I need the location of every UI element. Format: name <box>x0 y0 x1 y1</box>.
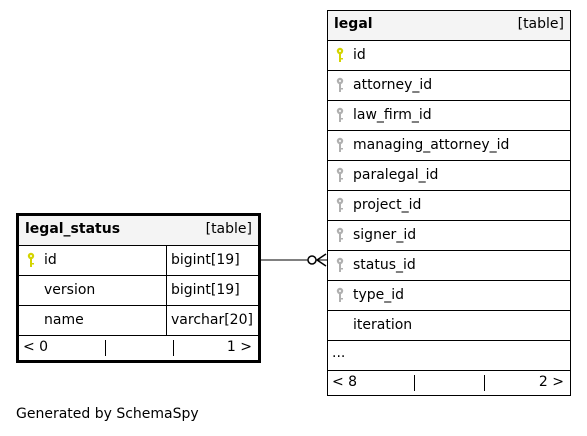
column-type: bigint[19] <box>166 246 240 275</box>
column-row: project_id <box>328 191 570 221</box>
column-type: bigint[19] <box>166 276 240 305</box>
footer-divider <box>173 340 174 356</box>
more-columns: ... <box>328 341 570 371</box>
column-type: varchar[20] <box>166 306 253 335</box>
column-row: id <box>328 41 570 71</box>
column-row: law_firm_id <box>328 101 570 131</box>
column-name: version <box>44 282 96 298</box>
crow-foot-marker <box>316 253 327 261</box>
column-name: attorney_id <box>353 77 433 93</box>
table-header: legal [table] <box>328 11 570 41</box>
column-name: project_id <box>353 197 422 213</box>
column-name: managing_attorney_id <box>353 137 510 153</box>
parent-count: < 0 <box>23 339 49 355</box>
key-icon <box>335 47 345 63</box>
column-name: iteration <box>353 317 413 333</box>
column-name: id <box>44 252 57 268</box>
table-kind: [table] <box>517 16 564 32</box>
column-row: iteration <box>328 311 570 341</box>
key-icon <box>26 252 36 268</box>
foreign-key-icon <box>335 287 345 303</box>
table-header: legal_status [table] <box>19 216 258 246</box>
child-count: 2 > <box>538 374 564 390</box>
column-row: attorney_id <box>328 71 570 101</box>
table-kind: [table] <box>205 221 252 237</box>
foreign-key-icon <box>335 257 345 273</box>
column-name: type_id <box>353 287 405 303</box>
foreign-key-icon <box>335 227 345 243</box>
column-row: managing_attorney_id <box>328 131 570 161</box>
column-row: paralegal_id <box>328 161 570 191</box>
child-count: 1 > <box>226 339 252 355</box>
column-name: signer_id <box>353 227 417 243</box>
column-name: paralegal_id <box>353 167 439 183</box>
column-row: version bigint[19] <box>19 276 258 306</box>
column-name: status_id <box>353 257 416 273</box>
column-row: status_id <box>328 251 570 281</box>
foreign-key-icon <box>335 167 345 183</box>
table-footer: < 8 2 > <box>328 371 570 395</box>
column-name: law_firm_id <box>353 107 432 123</box>
foreign-key-icon <box>335 107 345 123</box>
table-name: legal_status <box>25 221 121 237</box>
footer-divider <box>414 375 415 391</box>
table-name: legal <box>334 16 373 32</box>
column-name: id <box>353 47 366 63</box>
foreign-key-icon <box>335 137 345 153</box>
footer-divider <box>105 340 106 356</box>
column-name: name <box>44 312 84 328</box>
column-row: signer_id <box>328 221 570 251</box>
column-row: type_id <box>328 281 570 311</box>
column-row: name varchar[20] <box>19 306 258 336</box>
column-row: id bigint[19] <box>19 246 258 276</box>
parent-count: < 8 <box>332 374 358 390</box>
foreign-key-icon <box>335 197 345 213</box>
footer-divider <box>484 375 485 391</box>
table-footer: < 0 1 > <box>19 336 258 360</box>
generator-credit: Generated by SchemaSpy <box>16 406 199 422</box>
foreign-key-icon <box>335 77 345 93</box>
zero-optional-marker <box>307 255 317 265</box>
